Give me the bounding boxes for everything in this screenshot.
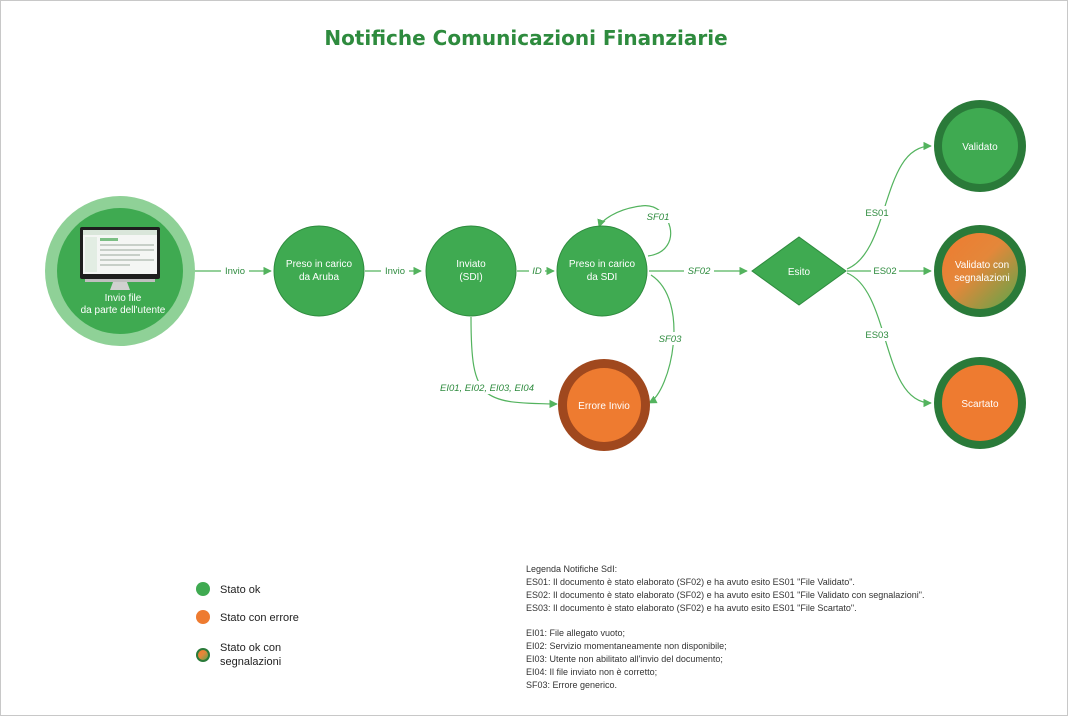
notes-ei04: EI04: Il file inviato non è corretto;: [526, 667, 657, 677]
notes-es02: ES02: Il documento è stato elaborato (SF…: [526, 590, 924, 600]
edge-es01: [846, 141, 932, 270]
edge-label-ei: EI01, EI02, EI03, EI04: [440, 383, 534, 394]
node-inviato-label-1: Inviato: [456, 259, 486, 270]
node-validato-label: Validato: [962, 142, 998, 153]
node-scartato: Scartato: [934, 357, 1026, 449]
node-esito-label: Esito: [788, 267, 811, 278]
edge-labels: Invio Invio ID SF02 SF01 SF03 EI01, EI02…: [221, 206, 899, 394]
legend-errore-label: Stato con errore: [220, 612, 299, 624]
edge-label-sf03: SF03: [659, 334, 682, 345]
legend-errore-swatch: [196, 610, 210, 624]
notes-ei02: EI02: Servizio momentaneamente non dispo…: [526, 641, 727, 651]
notes-ei03: EI03: Utente non abilitato all'invio del…: [526, 654, 723, 664]
node-inviato: Inviato (SDI): [425, 225, 517, 317]
node-inviato-label-2: (SDI): [459, 272, 482, 283]
edge-label-invio-1: Invio: [225, 266, 245, 277]
node-aruba: Preso in carico da Aruba: [273, 225, 365, 317]
legend-ok-label: Stato ok: [220, 584, 261, 596]
legend-segn-label-2: segnalazioni: [220, 656, 281, 668]
legend-segn-label-1: Stato ok con: [220, 642, 281, 654]
notes-es03: ES03: Il documento è stato elaborato (SF…: [526, 603, 857, 613]
legend: Stato ok Stato con errore Stato ok con s…: [196, 582, 299, 668]
edge-label-id: ID: [532, 266, 542, 277]
edge-sf01: [597, 205, 672, 257]
edge-label-sf02: SF02: [688, 266, 711, 277]
node-validato-segn-label-2: segnalazioni: [954, 273, 1010, 284]
node-user-label-1: Invio file: [105, 293, 142, 304]
edge-label-es02: ES02: [873, 266, 896, 277]
node-esito: Esito: [751, 236, 847, 306]
notes: Legenda Notifiche SdI: ES01: Il document…: [526, 564, 924, 690]
notes-es01: ES01: Il documento è stato elaborato (SF…: [526, 577, 855, 587]
node-sdi: Preso in carico da SDI: [556, 225, 648, 317]
node-errore-label: Errore Invio: [578, 401, 630, 412]
node-errore: Errore Invio: [558, 359, 650, 451]
node-user: Invio file da parte dell'utente: [45, 196, 195, 346]
node-user-label-2: da parte dell'utente: [81, 305, 166, 316]
computer-monitor-icon: [80, 227, 160, 290]
edge-label-es01: ES01: [865, 208, 888, 219]
node-validato: Validato: [934, 100, 1026, 192]
node-validato-segn-label-1: Validato con: [955, 260, 1009, 271]
notes-sf03: SF03: Errore generico.: [526, 680, 617, 690]
edge-label-es03: ES03: [865, 330, 888, 341]
edge-label-sf01: SF01: [647, 212, 670, 223]
node-aruba-label-2: da Aruba: [299, 272, 339, 283]
edge-label-invio-2: Invio: [385, 266, 405, 277]
page-title: Notifiche Comunicazioni Finanziarie: [324, 26, 727, 50]
node-validato-segnalazioni: Validato con segnalazioni: [934, 225, 1026, 317]
notes-ei01: EI01: File allegato vuoto;: [526, 628, 625, 638]
edge-es03: [846, 272, 932, 408]
node-sdi-label-2: da SDI: [587, 272, 618, 283]
node-scartato-label: Scartato: [961, 399, 999, 410]
notes-heading: Legenda Notifiche SdI:: [526, 564, 617, 574]
legend-ok-swatch: [196, 582, 210, 596]
node-aruba-label-1: Preso in carico: [286, 259, 353, 270]
node-sdi-label-1: Preso in carico: [569, 259, 636, 270]
